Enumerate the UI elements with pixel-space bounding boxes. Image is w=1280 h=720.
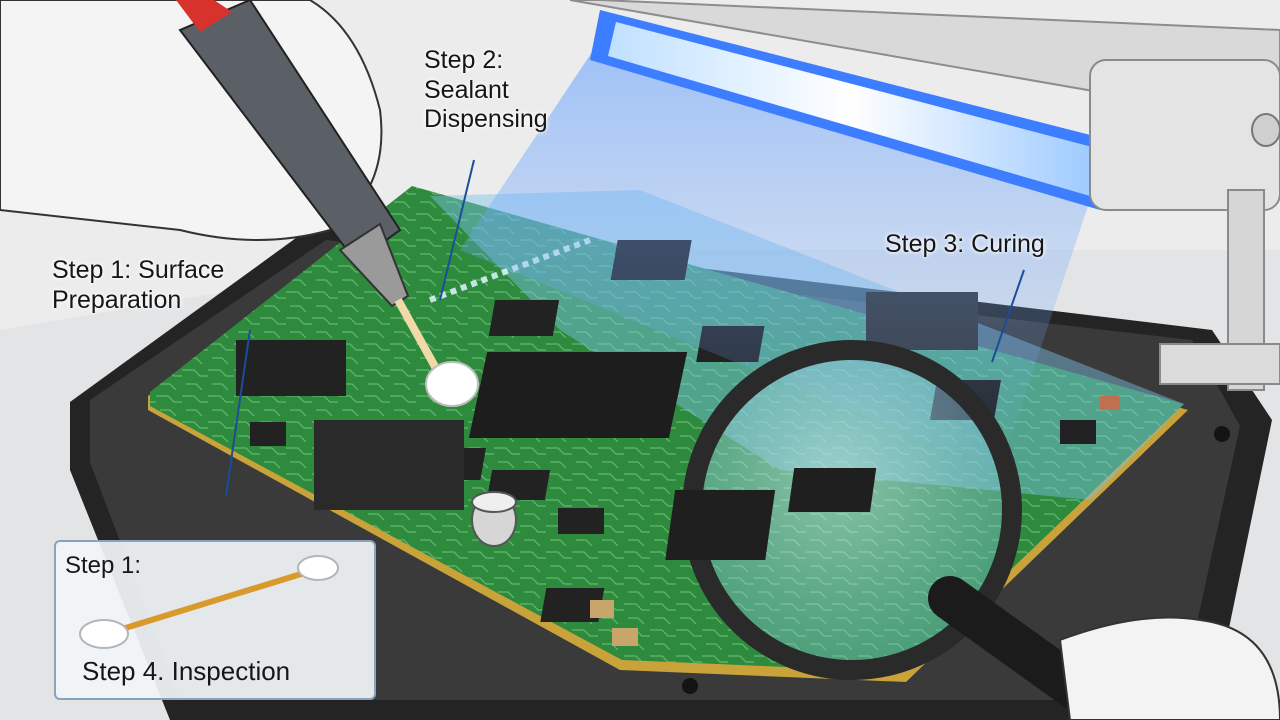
step1-label: Step 1: Surface Preparation — [52, 256, 312, 315]
step1-line1: Step 1: Surface — [52, 256, 225, 284]
inset-caption: Step 4. Inspection — [82, 656, 291, 686]
step2-line1: Step 2: — [424, 46, 504, 74]
uv-tube — [608, 22, 1096, 196]
connector-left — [236, 340, 346, 396]
inset-panel: Step 1: Step 4. Inspection — [54, 540, 376, 700]
swab-stick — [394, 298, 442, 374]
step1-line2: Preparation — [52, 285, 182, 314]
magnifying-glass — [665, 340, 1280, 720]
leader-lines — [225, 159, 1025, 497]
inset-title: Step 1: — [65, 552, 142, 579]
cotton-swab-icon — [79, 555, 339, 649]
main-processor-chip — [468, 352, 688, 438]
swab-tip — [425, 361, 479, 407]
step2-label: Step 2: Sealant Dispensing — [424, 46, 624, 135]
step2-line3: Dispensing — [424, 105, 548, 133]
uv-lamp — [460, 0, 1280, 470]
connector-block — [314, 420, 464, 510]
right-hand — [1058, 616, 1280, 720]
step3-label: Step 3: Curing — [885, 230, 1045, 258]
sealant-dispenser — [0, 0, 479, 407]
step2-line2: Sealant — [424, 75, 509, 104]
